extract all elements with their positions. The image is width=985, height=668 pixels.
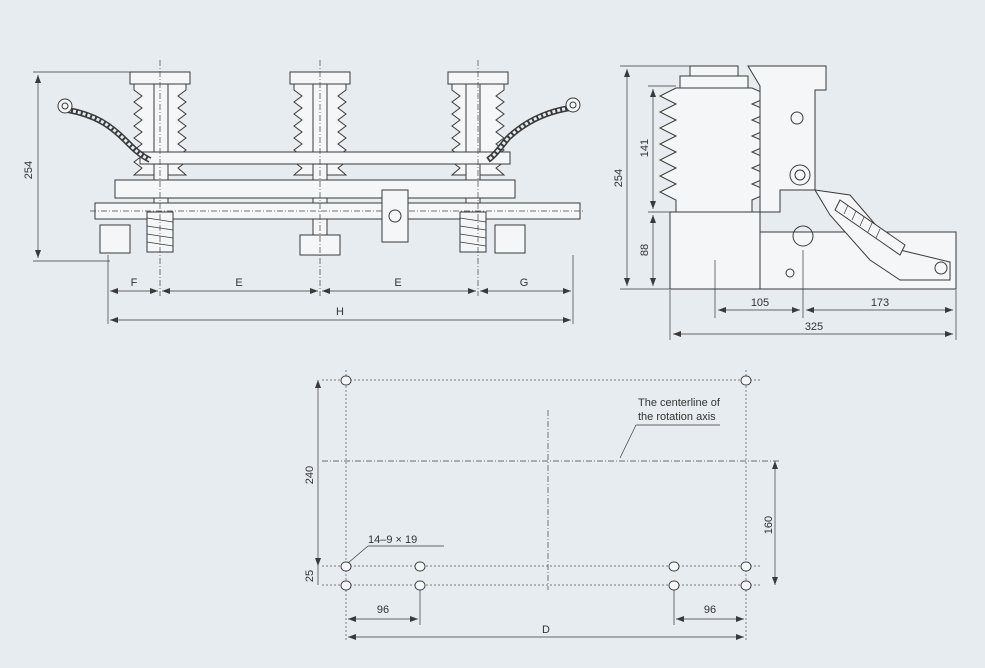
spring-left [146, 211, 174, 253]
side-height-total: 254 [613, 169, 625, 187]
side-width-a: 105 [751, 297, 769, 309]
spring-right [459, 211, 487, 253]
dim-e-left: E [235, 277, 242, 289]
annotation-line2: the rotation axis [638, 411, 716, 423]
side-height-upper: 141 [639, 139, 651, 157]
dim-f: F [131, 277, 138, 289]
side-view: 254 141 88 105 173 325 [613, 65, 957, 340]
plan-edge-offset: 25 [304, 570, 316, 582]
plan-height-right: 160 [763, 516, 775, 534]
side-height-lower: 88 [639, 244, 651, 256]
plan-spacing-left: 96 [377, 604, 389, 616]
plan-width-d: D [542, 624, 550, 636]
dim-h: H [336, 306, 344, 318]
front-height-dim: 254 [23, 161, 35, 179]
dim-g: G [520, 277, 529, 289]
mounting-slots [340, 375, 752, 591]
front-view: 254 [23, 60, 585, 324]
base-plan: The centerline of the rotation axis 14–9… [304, 370, 780, 640]
hole-label: 14–9 × 19 [368, 534, 417, 546]
annotation-line1: The centerline of [638, 397, 721, 409]
plan-spacing-right: 96 [704, 604, 716, 616]
dim-e-right: E [394, 277, 401, 289]
side-width-b: 173 [871, 297, 889, 309]
plan-height-left: 240 [304, 466, 316, 484]
side-width-total: 325 [805, 321, 823, 333]
